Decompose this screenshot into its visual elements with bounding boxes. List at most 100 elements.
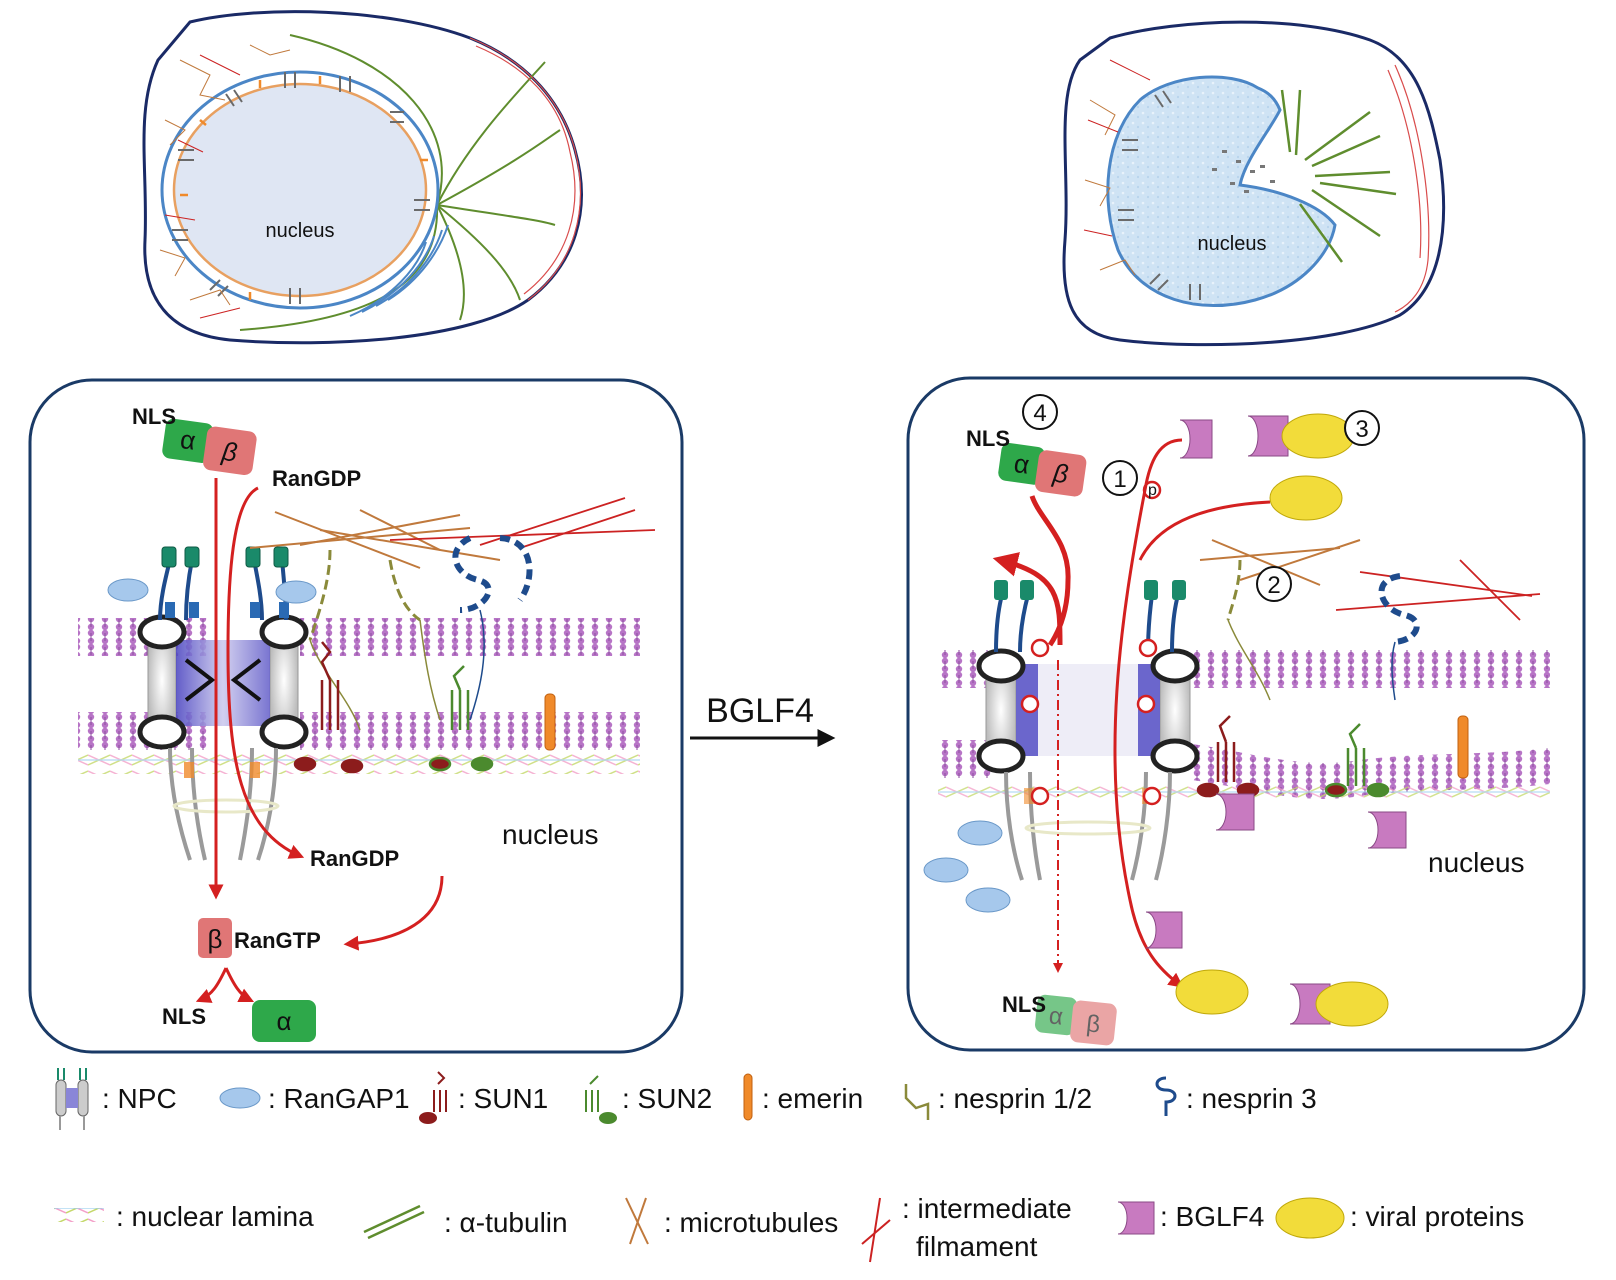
importin-complex-bottom-right: α β [1035,994,1117,1046]
phospho-marks [1020,480,1162,806]
svg-text:3: 3 [1355,416,1368,443]
npc-marks [1118,90,1201,300]
alpha-bottom: α [276,1006,291,1036]
top-left-nucleus-label: nucleus [266,220,335,242]
viral-protein-arrow [1138,500,1271,561]
beta-bottom-right: β [1085,1010,1102,1038]
beta-label-right: β [1050,457,1070,489]
sun1-icon [419,1071,447,1124]
phospho-label: p [1148,482,1157,499]
left-panel: α β NLS RanGDP RanGDP nucleus β RanGTP N… [28,378,684,1054]
rangap1-left [107,578,149,602]
legend-intermediate-label: : intermediate [902,1193,1072,1224]
rangdp-arrow [226,486,305,859]
emerin-marks [180,76,428,300]
emerin-icon [743,1073,753,1121]
nesprin3-right [1378,573,1420,645]
bglf4-viral-complex-top [1247,413,1355,459]
golgi-stacks [349,224,449,317]
npc-marks [172,72,430,304]
svg-text:1: 1 [1113,466,1126,493]
rangdp-top-label: RanGDP [272,466,361,491]
emerin-right [1457,715,1469,779]
importin-beta [203,426,257,476]
alpha-tubulin-icon [363,1204,425,1240]
sun2-right [1324,723,1390,798]
bglf4-transition: BGLF4 [690,692,836,747]
npc-fragments [1212,150,1275,193]
microtubules-icon [625,1197,649,1245]
legend-npc-label: : NPC [102,1083,177,1114]
bglf4-icon [1117,1201,1155,1235]
legend-nesprin12-label: : nesprin 1/2 [938,1083,1092,1114]
alpha-tubulin-fibers [239,34,561,331]
step-2-marker: 2 [1256,566,1292,602]
bglf4-arrow-label: BGLF4 [706,692,814,730]
alpha-label-right: α [1012,448,1031,480]
intermediate-tangle-right [1083,59,1151,237]
legend-nesprin3-label: : nesprin 3 [1186,1083,1317,1114]
intermediate-filament-mesh [1335,559,1541,621]
viral-protein-free [1269,475,1343,521]
bglf4-top [1179,419,1213,459]
legend-rangap1-label: : RanGAP1 [268,1083,410,1114]
sun1-left [293,641,364,774]
legend-bglf4-label: : BGLF4 [1160,1201,1264,1232]
nls-label-top: NLS [132,404,176,429]
intermediate-filament-icon [861,1197,891,1263]
nesprin12-icon [904,1084,930,1120]
legend-sun1-label: : SUN1 [458,1083,548,1114]
bglf4-lamina-1 [1215,793,1255,831]
nesprin12-thin-right [1227,619,1271,701]
microtubule-mesh [249,509,501,569]
nesprin3-icon [1155,1076,1177,1116]
rangtp-beta-box [198,918,232,958]
nls-label-bottom-right: NLS [1002,992,1046,1017]
left-nucleus-label: nucleus [502,819,599,850]
intermediate-tangle-left [164,54,241,319]
step-3-marker: 3 [1344,410,1380,446]
bglf4-viral-complex-nucleus [1289,981,1389,1027]
viral-protein-nucleus [1175,969,1249,1015]
nesprin3-thin [469,609,485,721]
rangtp-beta: β [208,924,223,954]
importin-alpha [162,418,214,463]
top-right-nucleus-label: nucleus [1198,233,1267,255]
step-1-marker: 1 [1102,460,1138,496]
intermediate-filaments-edge [1387,64,1430,313]
top-left-nuclear-envelope-outer [160,70,440,310]
nls-label-top-right: NLS [966,426,1010,451]
legend-tubulin-label: : α-tubulin [444,1207,568,1238]
rangdp-mid-label: RanGDP [310,846,399,871]
alpha-bottom-box [252,1000,316,1042]
alpha-bottom-right: α [1048,1002,1065,1030]
outer-nuclear-membrane-right [300,618,640,656]
top-left-nuclear-envelope-inner [172,82,428,298]
right-panel-frame [906,376,1586,1052]
rangap1-3 [965,887,1011,913]
split-arrow-right [224,967,255,1003]
legend-viral-label: : viral proteins [1350,1201,1524,1232]
legend-lamina-label: : nuclear lamina [116,1201,314,1232]
legend-intermediate-label2: filmament [916,1231,1038,1262]
npc-nuclear-basket [168,747,278,861]
nesprin12-right [1226,559,1242,621]
legend: : NPC : RanGAP1 : SUN1 : SUN2 : emerin :… [54,1068,1524,1263]
legend-microtubules-label: : microtubules [664,1207,838,1238]
emerin-left [544,693,556,751]
filament-tangle-left [159,44,291,306]
svg-text:4: 4 [1033,400,1046,427]
rangap1-2 [923,857,969,883]
importin-export-arrow [1000,495,1071,647]
step-4-marker: 4 [1022,394,1058,430]
top-right-nucleus [1106,75,1337,307]
nesprin3-thin-right [1391,641,1396,701]
svg-text:2: 2 [1267,572,1280,599]
sun2-left [428,665,494,772]
right-nucleus-label: nucleus [1428,847,1525,878]
beta-label: β [219,436,239,468]
sun2-icon [585,1075,617,1124]
legend-sun2-label: : SUN2 [622,1083,712,1114]
bglf4-lamina-2 [1367,811,1407,849]
